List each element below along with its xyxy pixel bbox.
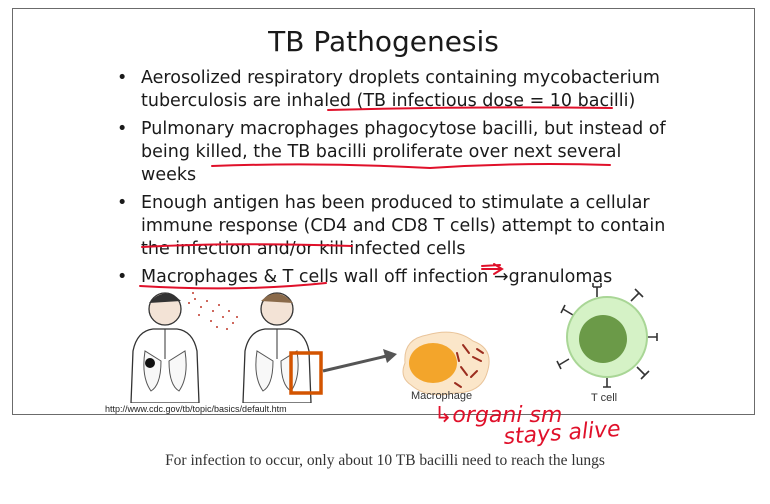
bullet-dot: • [117,267,128,287]
arrow-granulomas-icon [481,263,504,275]
slide-caption: For infection to occur, only about 10 TB… [165,452,605,469]
arrow-right-icon [322,349,397,373]
underline-bacilli-proliferate [211,163,611,170]
slide-title: TB Pathogenesis [268,25,499,58]
droplet-spray-icon [188,292,238,330]
slide-frame: TB Pathogenesis • Aerosolized respiratory… [12,8,755,415]
source-url: http://www.cdc.gov/tb/topic/basics/defau… [105,404,287,414]
underline-macrophages [139,282,327,290]
bullet-text: Aerosolized respiratory droplets contain… [141,68,660,111]
bullet-item: •Enough antigen has been produced to sti… [117,192,677,261]
bullet-list: • Aerosolized respiratory droplets contai… [117,67,677,294]
bullet-dot: • [117,68,128,88]
bullet-item: • Aerosolized respiratory droplets contai… [117,67,677,113]
macrophage-icon [402,331,490,396]
bullet-item: • Pulmonary macrophages phagocytose bacil… [117,118,677,187]
underline-kill-infected [141,243,353,248]
person-inhaling-icon [242,292,323,403]
inhalation-illustration [130,292,323,403]
t-cell-icon [556,283,658,388]
person-exhaling-icon [130,292,200,403]
underline-infectious-dose [327,106,613,111]
bullet-dot: • [117,193,128,213]
bullet-text: Macrophages & T cells wall off infection… [141,267,613,287]
bullet-dot: • [117,119,128,139]
handwritten-note-1: ↳organi sm [434,403,562,428]
bullet-item: • Macrophages & T cells wall off infectio… [117,266,677,289]
t-cell-label: T cell [591,392,618,404]
macrophage-label: Macrophage [411,390,473,402]
bullet-text: Pulmonary macrophages phagocytose bacill… [141,119,666,185]
